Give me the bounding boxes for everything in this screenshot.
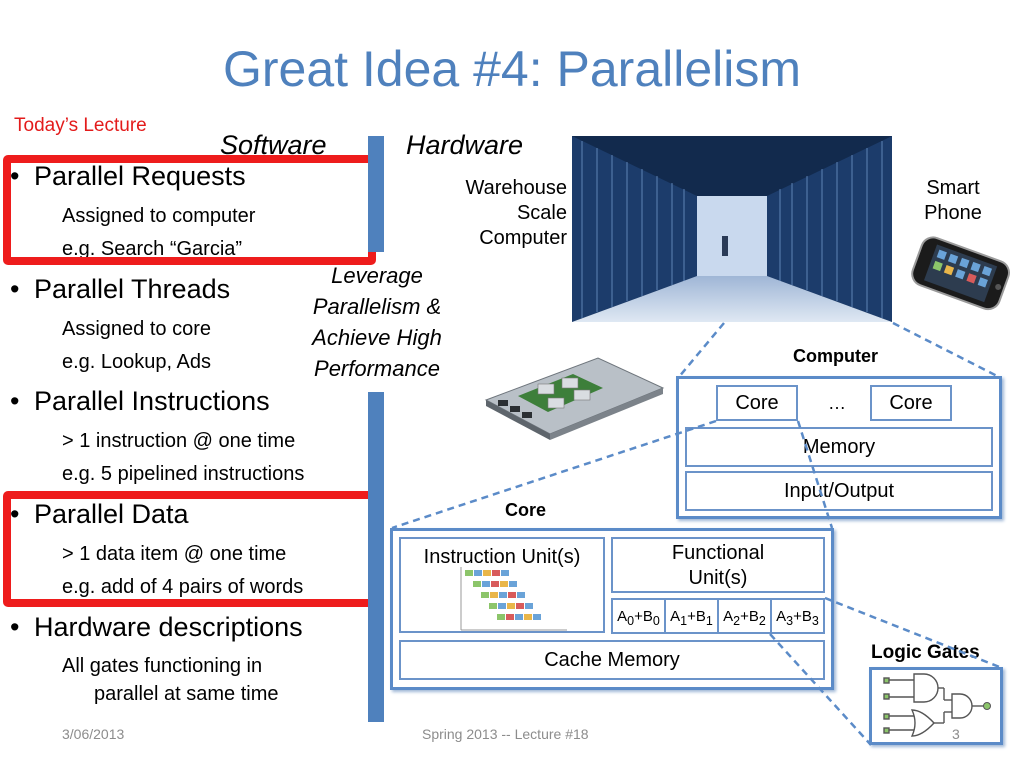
bullet-label: Parallel Data <box>34 499 189 529</box>
add-unit-2: A2+B2 <box>717 598 772 634</box>
divider-bar-top <box>368 136 384 252</box>
logic-gates-title: Logic Gates <box>871 642 980 663</box>
hardware-heading: Hardware <box>406 130 524 160</box>
footer-course: Spring 2013 -- Lecture #18 <box>422 726 589 742</box>
server-board-image <box>478 352 668 440</box>
smartphone-label: Smart Phone <box>910 176 996 226</box>
logic-gates-diagram <box>883 673 991 737</box>
bullet-parallel-threads: • Parallel Threads <box>0 274 230 305</box>
footer-date: 3/06/2013 <box>62 726 125 742</box>
add-b-sub: 0 <box>652 614 660 628</box>
bullet-sub: parallel at same time <box>94 683 279 705</box>
core-ellipsis: … <box>828 393 846 413</box>
add-b: +B <box>687 608 706 625</box>
add-unit-0: A0+B0 <box>611 598 666 634</box>
warehouse-line: Computer <box>479 227 567 249</box>
highlight-box-requests <box>3 155 376 265</box>
add-a-sub: 3 <box>786 614 794 628</box>
slide-title: Great Idea #4: Parallelism <box>222 41 802 97</box>
highlight-box-data <box>3 491 376 607</box>
bullet-parallel-requests: • Parallel Requests <box>0 161 246 192</box>
bullet-dot: • <box>10 386 20 416</box>
computer-io: Input/Output <box>685 471 993 511</box>
datacenter-image <box>572 136 892 322</box>
computer-core-1: Core <box>716 385 798 421</box>
add-a-sub: 2 <box>733 614 741 628</box>
functional-unit-box: Functional Unit(s) <box>611 537 825 593</box>
bullet-sub: e.g. Search “Garcia” <box>62 238 243 260</box>
footer-page-number: 3 <box>952 726 960 742</box>
leverage-line: Parallelism & <box>312 294 442 319</box>
bullet-label: Parallel Requests <box>34 161 246 191</box>
bullet-sub: e.g. 5 pipelined instructions <box>62 463 305 485</box>
add-b-sub: 2 <box>758 614 766 628</box>
computer-title: Computer <box>793 346 878 366</box>
bullet-sub: > 1 data item @ one time <box>62 543 287 565</box>
functional-unit-line: Unit(s) <box>688 567 748 589</box>
bullet-label: Hardware descriptions <box>34 612 303 642</box>
add-a: A <box>776 608 787 625</box>
add-b: +B <box>634 608 653 625</box>
bullet-sub: > 1 instruction @ one time <box>62 430 296 452</box>
functional-unit-line: Functional <box>671 542 765 564</box>
leverage-line: Performance <box>314 356 440 381</box>
pipeline-diagram <box>460 567 567 631</box>
add-unit-3: A3+B3 <box>770 598 825 634</box>
warehouse-line: Scale <box>516 202 567 224</box>
add-a-sub: 0 <box>627 614 635 628</box>
bullet-parallel-data: • Parallel Data <box>0 499 189 530</box>
bullet-dot: • <box>10 274 20 304</box>
add-b-sub: 3 <box>811 614 819 628</box>
add-b: +B <box>793 608 812 625</box>
bullet-dot: • <box>10 612 20 642</box>
bullet-hardware-descriptions: • Hardware descriptions <box>0 612 303 643</box>
cache-memory-box: Cache Memory <box>399 640 825 680</box>
smartphone-line: Smart <box>926 177 980 199</box>
divider-bar-bottom <box>368 392 384 722</box>
add-b: +B <box>740 608 759 625</box>
leverage-line: Leverage <box>331 263 423 288</box>
bullet-sub: e.g. Lookup, Ads <box>62 351 212 373</box>
instruction-unit-label: Instruction Unit(s) <box>423 546 581 568</box>
add-a: A <box>617 608 628 625</box>
bullet-label: Parallel Threads <box>34 274 231 304</box>
add-a: A <box>723 608 734 625</box>
leverage-text: Leverage Parallelism & Achieve High Perf… <box>288 260 466 384</box>
warehouse-line: Warehouse <box>465 177 567 199</box>
bullet-sub: Assigned to computer <box>62 205 256 227</box>
bullet-dot: • <box>10 499 20 529</box>
bullet-sub: Assigned to core <box>62 318 211 340</box>
add-unit-1: A1+B1 <box>664 598 719 634</box>
smartphone-image <box>905 230 1015 315</box>
bullet-sub: All gates functioning in <box>62 655 263 677</box>
add-a-sub: 1 <box>680 614 688 628</box>
computer-core-2: Core <box>870 385 952 421</box>
core-title: Core <box>505 500 547 520</box>
bullet-parallel-instructions: • Parallel Instructions <box>0 386 270 417</box>
logic-gates-box <box>869 667 1003 745</box>
bullet-sub: e.g. add of 4 pairs of words <box>62 576 304 598</box>
add-a: A <box>670 608 681 625</box>
warehouse-label: Warehouse Scale Computer <box>430 176 567 251</box>
leverage-line: Achieve High <box>312 325 442 350</box>
smartphone-line: Phone <box>924 202 982 224</box>
computer-memory: Memory <box>685 427 993 467</box>
instruction-unit-box: Instruction Unit(s) <box>399 537 605 633</box>
bullet-label: Parallel Instructions <box>34 386 270 416</box>
todays-lecture-label: Today’s Lecture <box>14 115 147 136</box>
bullet-dot: • <box>10 161 20 191</box>
add-b-sub: 1 <box>705 614 713 628</box>
